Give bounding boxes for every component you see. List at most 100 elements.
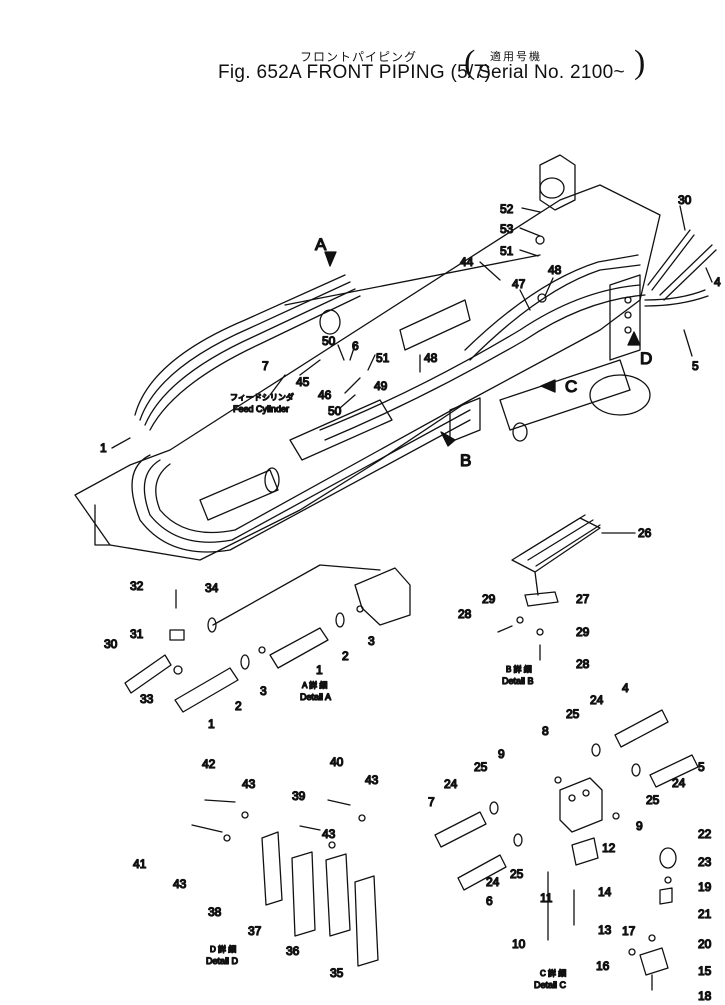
leader-6 (349, 344, 356, 361)
detail-c-part-19 (659, 887, 673, 905)
detail-c-part-22 (659, 847, 677, 869)
hose-bundle-upper-2 (139, 281, 351, 421)
part-44: 44 (460, 255, 474, 269)
detail-a-clamp-31 (169, 629, 185, 641)
boom-end-fitting (539, 177, 565, 199)
detail-c-part-6: 6 (486, 894, 493, 908)
part-50: 50 (322, 334, 336, 348)
detail-c-part-23: 23 (698, 855, 712, 869)
leader-51b (367, 354, 376, 371)
detail-d-labels: 42 43 40 43 39 43 41 43 38 37 36 35 D 詳 … (132, 754, 379, 980)
detail-d-part-43c: 43 (322, 827, 336, 841)
detail-d-caption: Detail D (206, 956, 239, 966)
detail-c-drawing (434, 709, 699, 991)
detail-a-part-33: 33 (140, 692, 154, 706)
detail-d-part-40: 40 (330, 755, 344, 769)
detail-a-pipe-1-upper (269, 627, 329, 669)
detail-d-bolt-41 (191, 824, 223, 833)
detail-c-washer-17 (648, 934, 656, 942)
detail-c-part-10: 10 (512, 937, 526, 951)
detail-b-caption-jp: B 詳 細 (506, 664, 532, 674)
detail-c-pipe-6 (457, 854, 507, 891)
part-49: 49 (374, 379, 388, 393)
manifold-port-2 (624, 311, 632, 319)
serial-paren-close: ) (634, 44, 646, 81)
part-7: 7 (262, 359, 269, 373)
detail-d-washer-43b (223, 834, 231, 842)
detail-c-part-25a: 25 (566, 707, 580, 721)
detail-d-clamp-38 (261, 831, 283, 906)
detail-d-bolt-39 (299, 825, 321, 831)
detail-c-pipe-4 (614, 709, 669, 748)
part-45: 45 (296, 375, 310, 389)
view-arrow-a (324, 251, 337, 267)
detail-c-fitting-24a (591, 743, 601, 757)
view-label-c: C (565, 377, 577, 396)
detail-a-part-34: 34 (205, 581, 219, 595)
detail-d-washer-43c (328, 841, 336, 849)
detail-a-hose-30 (124, 654, 172, 694)
leader-48 (544, 277, 554, 297)
detail-b-washer-29 (516, 616, 524, 624)
manifold-port-1 (624, 296, 632, 304)
detail-c-part-14: 14 (598, 885, 612, 899)
detail-b-stem (534, 571, 539, 596)
serial-japanese: 適用号機 (490, 51, 542, 63)
detail-b-part-29b: 29 (576, 625, 590, 639)
part-47: 47 (512, 277, 526, 291)
view-label-b: B (460, 451, 471, 470)
leader-7 (269, 374, 286, 396)
detail-c-caption: Detail C (534, 980, 567, 990)
detail-a-part-3b: 3 (368, 634, 375, 648)
front-rounded-end (131, 419, 471, 553)
pipe-44 (284, 254, 541, 306)
detail-c-part-17: 17 (622, 924, 636, 938)
leader-5 (683, 329, 693, 357)
detail-d-part-43b: 43 (173, 877, 187, 891)
detail-a-caption-jp: A 詳 細 (302, 680, 327, 690)
detail-d-clamp-36 (325, 853, 351, 937)
detail-c-part-22: 22 (698, 827, 712, 841)
detail-a-leader-line (212, 564, 381, 626)
detail-b-bolt-28 (497, 625, 513, 633)
hose-30b (651, 234, 695, 291)
detail-c-part-25c: 25 (474, 760, 488, 774)
main-view-labels: A B C D フィードシリンダ Feed Cylinder 52 53 51 … (99, 192, 721, 470)
detail-c-part-15: 15 (698, 964, 712, 978)
pipe-48-run (469, 264, 641, 361)
detail-c-part-11: 11 (540, 891, 553, 905)
manifold-d (609, 274, 641, 361)
feed-cylinder-2 (289, 399, 393, 461)
detail-c-part-21: 21 (698, 907, 712, 921)
figure-header: フロントパイピング Fig. 652A FRONT PIPING (5/7) (… (0, 40, 725, 100)
detail-a-bracket (354, 567, 411, 626)
title-japanese: フロントパイピング (300, 50, 418, 64)
detail-c-fitting-24d (513, 833, 523, 847)
leader-51 (519, 249, 539, 257)
detail-d-clamp-37 (291, 851, 316, 937)
detail-c-part-25b: 25 (646, 793, 660, 807)
detail-d-part-35: 35 (330, 966, 344, 980)
detail-c-plug-9b (612, 812, 620, 820)
detail-d-caption-jp: D 詳 細 (210, 944, 236, 954)
detail-d-part-38: 38 (208, 905, 222, 919)
detail-b-step-26 (511, 517, 601, 573)
detail-c-part-4: 4 (622, 681, 629, 695)
part-30: 30 (678, 193, 692, 207)
detail-d-washer-43d (358, 814, 366, 822)
detail-c-part-16: 16 (596, 959, 610, 973)
detail-c-port-2 (582, 789, 590, 797)
view-arrow-d (627, 331, 641, 346)
detail-a-caption: Detail A (300, 692, 331, 702)
detail-c-part-24c: 24 (444, 777, 458, 791)
detail-c-part-25d: 25 (510, 867, 524, 881)
detail-c-part-9b: 9 (636, 819, 643, 833)
carriage-block (449, 397, 481, 443)
feed-cylinder-cap (264, 467, 280, 493)
leader-52 (521, 207, 541, 213)
main-assembly-view (74, 154, 717, 561)
detail-a-oring-3-lower (258, 646, 266, 654)
leader-47 (519, 289, 531, 311)
boom-frame (74, 184, 661, 561)
